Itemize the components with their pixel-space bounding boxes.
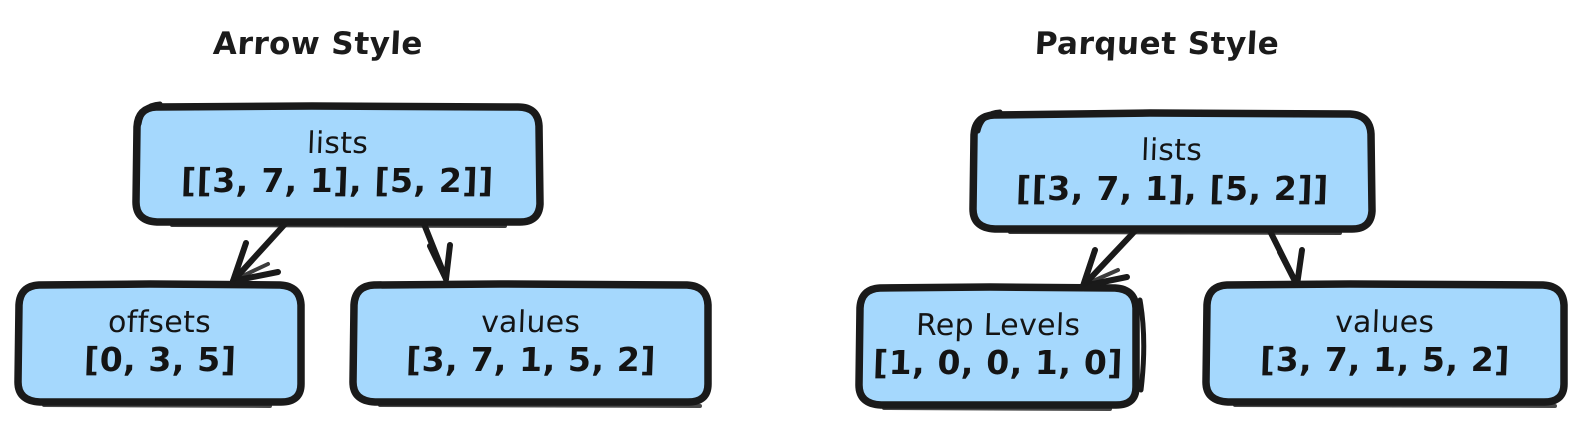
node-parquet-values[interactable]: values [3, 7, 1, 5, 2] bbox=[1205, 283, 1565, 403]
node-arrow-offsets-value: [0, 3, 5] bbox=[83, 340, 237, 380]
edge-parquet-lists-to-rep-levels bbox=[1080, 228, 1138, 289]
node-arrow-offsets-label: offsets bbox=[107, 304, 213, 340]
node-parquet-values-value: [3, 7, 1, 5, 2] bbox=[1259, 340, 1511, 380]
edge-arrow-lists-to-values bbox=[421, 221, 453, 282]
node-parquet-lists-value: [[3, 7, 1], [5, 2]] bbox=[1014, 168, 1330, 208]
panel-title-arrow-style: Arrow Style bbox=[212, 26, 424, 62]
node-arrow-lists-value: [[3, 7, 1], [5, 2]] bbox=[180, 161, 495, 201]
node-arrow-lists-label: lists bbox=[306, 125, 369, 161]
edge-arrow-lists-to-offsets bbox=[230, 221, 288, 284]
node-arrow-lists[interactable]: lists [[3, 7, 1], [5, 2]] bbox=[135, 105, 540, 223]
node-arrow-values[interactable]: values [3, 7, 1, 5, 2] bbox=[352, 283, 710, 403]
node-arrow-offsets[interactable]: offsets [0, 3, 5] bbox=[17, 283, 303, 403]
node-parquet-lists-label: lists bbox=[1140, 133, 1204, 169]
node-parquet-rep-levels-label: Rep Levels bbox=[915, 307, 1081, 343]
node-parquet-rep-levels[interactable]: Rep Levels [1, 0, 0, 1, 0] bbox=[858, 286, 1138, 406]
node-parquet-values-label: values bbox=[1334, 304, 1436, 340]
node-parquet-lists[interactable]: lists [[3, 7, 1], [5, 2]] bbox=[972, 113, 1372, 230]
edge-parquet-lists-to-values bbox=[1267, 228, 1305, 288]
node-arrow-values-value: [3, 7, 1, 5, 2] bbox=[405, 340, 657, 380]
node-arrow-values-label: values bbox=[480, 304, 582, 340]
panel-title-parquet-style: Parquet Style bbox=[1033, 26, 1281, 62]
node-parquet-rep-levels-value: [1, 0, 0, 1, 0] bbox=[872, 343, 1124, 383]
